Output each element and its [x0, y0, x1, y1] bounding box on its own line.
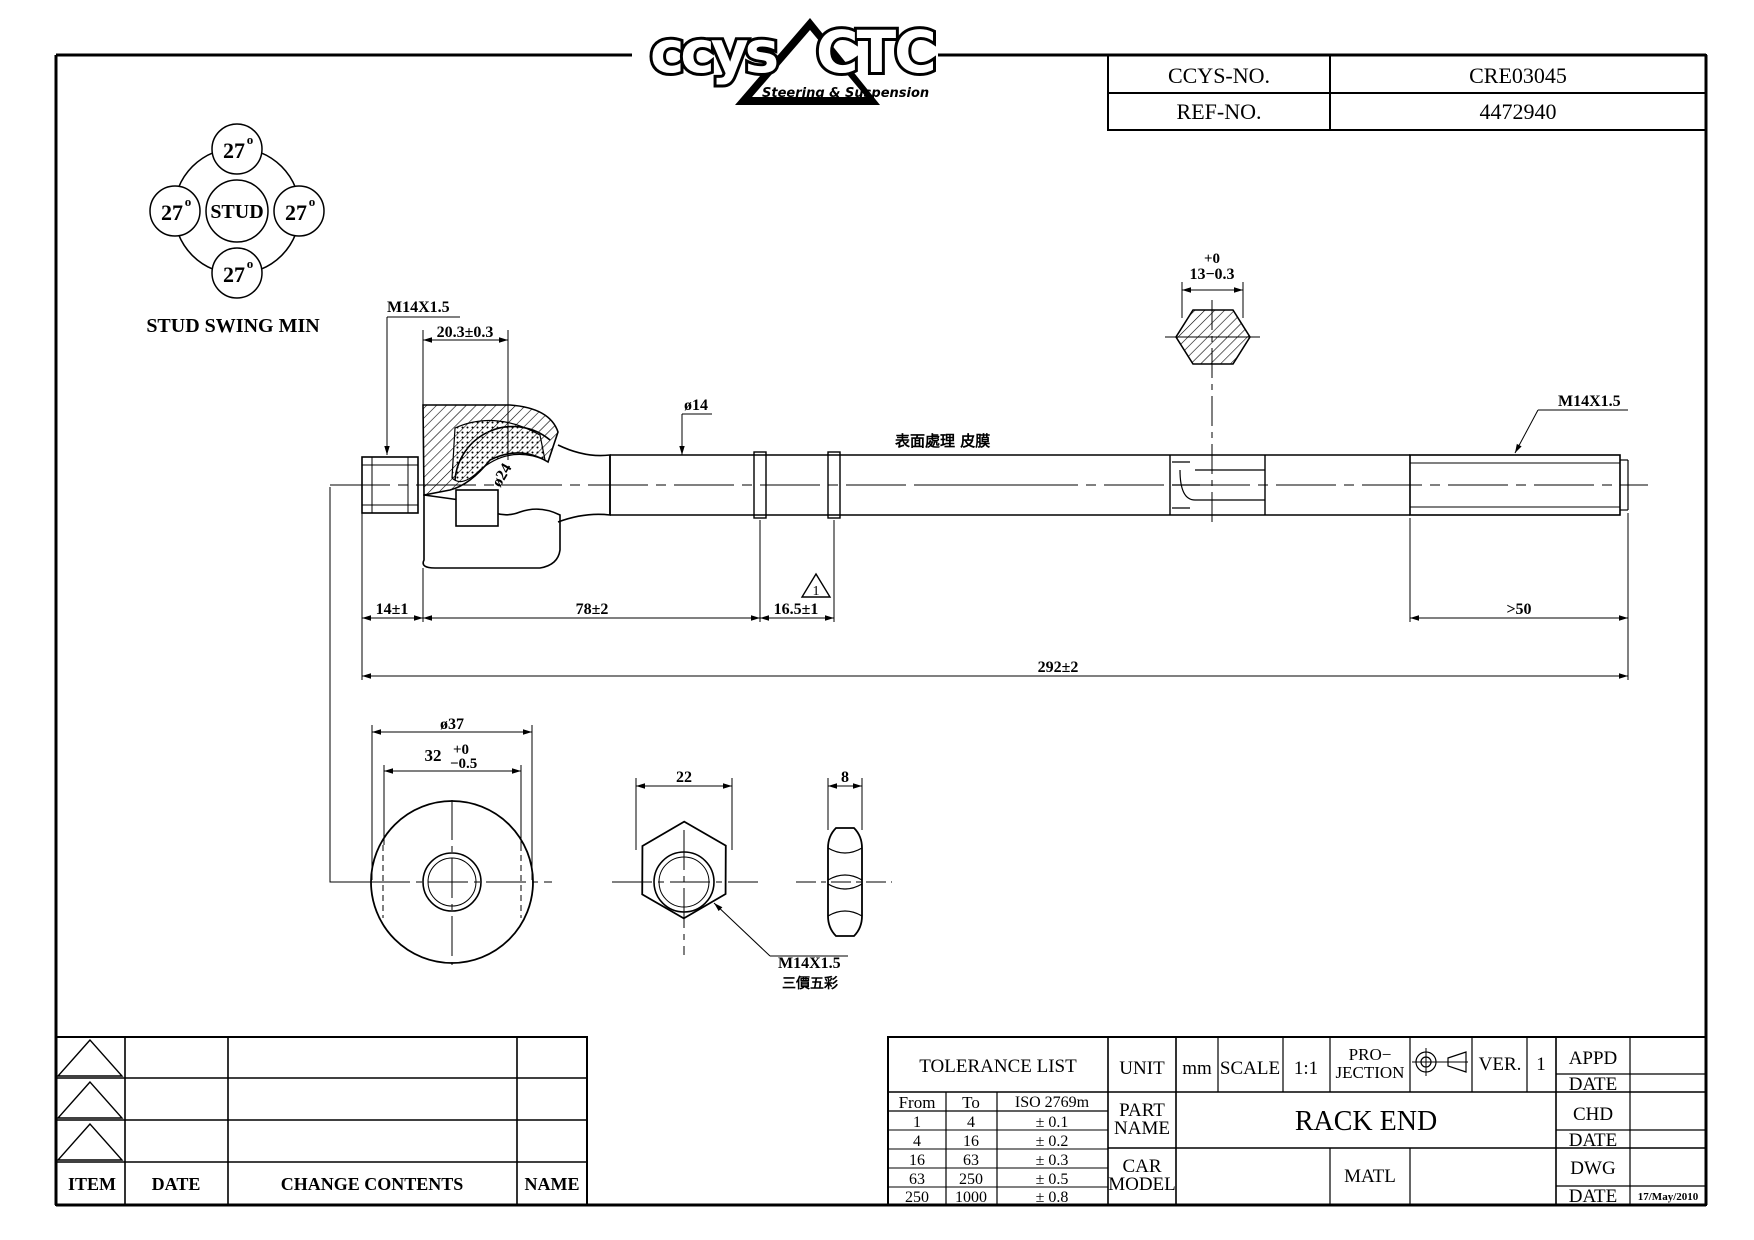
stud-swing-diagram: STUD 27 o 27 o 27 o 27 o STUD SWING MIN	[146, 123, 325, 337]
degree-right: o	[309, 194, 316, 209]
dimension-annotations: M14X1.5 20.3±0.3 ø14 ø24 表面處理 皮膜 +0 13−0…	[329, 251, 1629, 883]
ccys-no-value: CRE03045	[1469, 63, 1567, 88]
contents-header: CHANGE CONTENTS	[281, 1174, 464, 1194]
ver-value: 1	[1536, 1054, 1546, 1075]
projection-symbol-icon	[1412, 1048, 1468, 1076]
dim-292: 292±2	[1038, 659, 1079, 676]
logo-tagline: Steering & Suspension	[762, 86, 929, 101]
appd-date-label: DATE	[1569, 1074, 1618, 1095]
tol-row-to: 4	[967, 1114, 975, 1131]
surface-treatment-note: 表面處理 皮膜	[895, 432, 990, 450]
tol-row-to: 250	[959, 1171, 983, 1188]
dim-dia-37: ø37	[440, 716, 464, 733]
part-name-label-1: PART	[1119, 1100, 1165, 1121]
dim-14: 14±1	[376, 601, 409, 618]
unit-label: UNIT	[1119, 1058, 1165, 1079]
date-header: DATE	[152, 1174, 201, 1194]
degree-top: o	[247, 132, 254, 147]
tol-row-from: 4	[913, 1133, 921, 1150]
chd-date-label: DATE	[1569, 1130, 1618, 1151]
projection-label-1: PRO−	[1349, 1045, 1392, 1064]
part-name-label-2: NAME	[1114, 1118, 1170, 1139]
tol-to-header: To	[962, 1093, 980, 1112]
dim-32-tol-dn: −0.5	[450, 756, 477, 772]
tol-row-value: ± 0.8	[1036, 1189, 1069, 1206]
dim-16-5: 16.5±1	[774, 601, 819, 618]
projection-label-2: JECTION	[1336, 1063, 1405, 1082]
tol-row-from: 63	[909, 1171, 925, 1188]
change-record-table: ITEM DATE CHANGE CONTENTS NAME	[55, 1036, 588, 1206]
unit-value: mm	[1182, 1058, 1212, 1079]
dwg-label: DWG	[1570, 1158, 1616, 1179]
dim-32-tol-up: +0	[453, 742, 469, 758]
ccys-no-label: CCYS-NO.	[1168, 63, 1270, 88]
tol-row-from: 250	[905, 1189, 929, 1206]
tol-row-value: ± 0.5	[1036, 1171, 1069, 1188]
chd-label: CHD	[1573, 1104, 1613, 1125]
swing-angle-right: 27	[285, 200, 307, 225]
dim-dia-14: ø14	[684, 397, 708, 414]
dim-78: 78±2	[576, 601, 609, 618]
tol-row-to: 63	[963, 1152, 979, 1169]
title-block: TOLERANCE LIST From To ISO 2769m 1 4 ± 0…	[887, 1036, 1707, 1207]
dim-32: 32	[425, 746, 442, 765]
tol-row-value: ± 0.2	[1036, 1133, 1069, 1150]
scale-label: SCALE	[1220, 1058, 1280, 1079]
header-table: CCYS-NO. CRE03045 REF-NO. 4472940	[1107, 54, 1707, 131]
tolerance-title: TOLERANCE LIST	[919, 1056, 1077, 1077]
degree-bottom: o	[247, 256, 254, 271]
ref-no-label: REF-NO.	[1177, 99, 1262, 124]
appd-label: APPD	[1569, 1048, 1618, 1069]
dim-hex-tol: +0	[1204, 251, 1220, 267]
matl-label: MATL	[1344, 1166, 1396, 1187]
swing-angle-top: 27	[223, 138, 245, 163]
car-model-label-1: CAR	[1122, 1156, 1161, 1177]
dim-22: 22	[676, 769, 692, 786]
dim-8: 8	[841, 769, 849, 786]
swing-angle-bottom: 27	[223, 262, 245, 287]
rack-end-side-view	[330, 300, 1648, 569]
nut-side-view: 8	[796, 769, 892, 937]
ref-no-value: 4472940	[1480, 99, 1557, 124]
ver-label: VER.	[1479, 1054, 1522, 1075]
dim-m14-left: M14X1.5	[387, 299, 450, 316]
nut-face-view: 22 M14X1.5 三價五彩	[612, 769, 848, 992]
nut-thread-label: M14X1.5	[778, 955, 841, 972]
logo-brand-left: ccys	[650, 18, 777, 86]
item-header: ITEM	[68, 1174, 116, 1194]
dwg-date-label: DATE	[1569, 1186, 1618, 1207]
dim-dia-24: ø24	[489, 461, 516, 490]
company-logo: ccys CTC Steering & Suspension	[647, 15, 940, 105]
part-name-value: RACK END	[1295, 1106, 1437, 1137]
dim-hex-size: 13−0.3	[1189, 266, 1234, 283]
housing-end-view: ø37 32 +0 −0.5	[370, 716, 552, 965]
tol-row-value: ± 0.3	[1036, 1152, 1069, 1169]
stud-label: STUD	[210, 201, 263, 223]
revision-mark: 1	[813, 584, 820, 599]
dwg-date-value: 17/May/2010	[1638, 1191, 1699, 1203]
dim-m14-right: M14X1.5	[1558, 393, 1621, 410]
swing-angle-left: 27	[161, 200, 183, 225]
tol-from-header: From	[899, 1093, 936, 1112]
car-model-label-2: MODEL	[1108, 1174, 1176, 1195]
scale-value: 1:1	[1294, 1058, 1318, 1079]
tol-iso-header: ISO 2769m	[1015, 1094, 1090, 1111]
dim-20-3: 20.3±0.3	[437, 324, 494, 341]
stud-swing-caption: STUD SWING MIN	[146, 315, 320, 337]
tol-row-to: 1000	[955, 1189, 987, 1206]
tol-row-value: ± 0.1	[1036, 1114, 1069, 1131]
nut-plating-note: 三價五彩	[782, 975, 838, 992]
tolerance-rows: 1 4 ± 0.1 4 16 ± 0.2 16 63 ± 0.3 63 250 …	[888, 1114, 1108, 1206]
tol-row-from: 1	[913, 1114, 921, 1131]
dim-50: >50	[1506, 601, 1531, 618]
logo-brand-right: CTC	[816, 18, 935, 86]
tol-row-to: 16	[963, 1133, 979, 1150]
degree-left: o	[185, 194, 192, 209]
name-header: NAME	[525, 1174, 580, 1194]
tol-row-from: 16	[909, 1152, 925, 1169]
